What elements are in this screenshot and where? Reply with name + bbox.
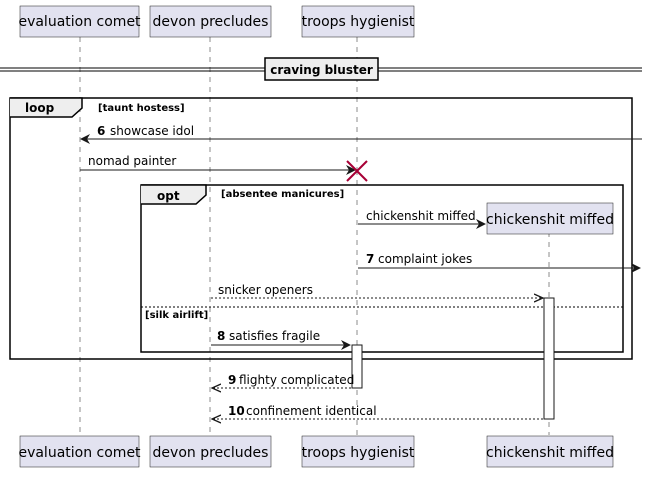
divider: craving bluster (0, 57, 642, 81)
message-nomad-painter: nomad painter (80, 154, 356, 175)
message-label: chickenshit miffed (366, 209, 476, 223)
participant-label: devon precludes (153, 445, 269, 461)
loop-condition: [taunt hostess] (98, 103, 185, 114)
message-label: flighty complicated (239, 373, 354, 387)
activation-troops-hygienist (351, 344, 363, 389)
message-label: satisfies fragile (229, 329, 320, 343)
message-label: showcase idol (110, 124, 194, 138)
loop-keyword: loop (25, 101, 55, 115)
participant-label: chickenshit miffed (486, 212, 614, 228)
message-number: 6 (97, 124, 105, 138)
opt-keyword: opt (157, 189, 180, 203)
destroy-x-icon (346, 160, 368, 182)
participant-label: troops hygienist (302, 445, 415, 461)
participant-devon-precludes-top: devon precludes (149, 5, 272, 38)
message-label: confinement identical (246, 404, 377, 418)
participant-troops-hygienist-top: troops hygienist (302, 5, 415, 38)
participant-label: troops hygienist (302, 14, 415, 30)
opt-else-condition: [silk airlift] (145, 310, 208, 321)
message-label: nomad painter (88, 154, 176, 168)
participant-label: evaluation comet (18, 445, 141, 461)
participant-evaluation-comet-top: evaluation comet (18, 5, 141, 38)
participant-chickenshit-miffed-created: chickenshit miffed (486, 202, 614, 235)
participant-label: chickenshit miffed (486, 445, 614, 461)
message-number: 7 (366, 252, 374, 266)
participant-devon-precludes-bottom: devon precludes (149, 435, 272, 468)
message-label: complaint jokes (378, 252, 472, 266)
message-10: 10 confinement identical (212, 404, 543, 419)
divider-label: craving bluster (270, 63, 373, 77)
activation-chickenshit-miffed (543, 297, 555, 420)
opt-frame: opt [absentee manicures] [silk airlift] (140, 184, 624, 353)
loop-frame: loop [taunt hostess] (9, 97, 633, 360)
message-8: 8 satisfies fragile (211, 329, 351, 350)
message-9: 9 flighty complicated (212, 373, 354, 388)
message-number: 8 (217, 329, 225, 343)
message-snicker-openers: snicker openers (211, 283, 543, 298)
message-6: 6 showcase idol (80, 124, 642, 144)
message-label: snicker openers (218, 283, 313, 297)
opt-condition: [absentee manicures] (221, 189, 344, 200)
participant-chickenshit-miffed-bottom: chickenshit miffed (486, 435, 614, 468)
message-number: 9 (228, 373, 236, 387)
message-create: chickenshit miffed (358, 209, 486, 229)
message-number: 10 (228, 404, 245, 418)
participant-troops-hygienist-bottom: troops hygienist (302, 435, 415, 468)
participant-label: evaluation comet (18, 14, 141, 30)
participant-evaluation-comet-bottom: evaluation comet (18, 435, 141, 468)
message-7: 7 complaint jokes (358, 252, 641, 273)
participant-label: devon precludes (153, 14, 269, 30)
